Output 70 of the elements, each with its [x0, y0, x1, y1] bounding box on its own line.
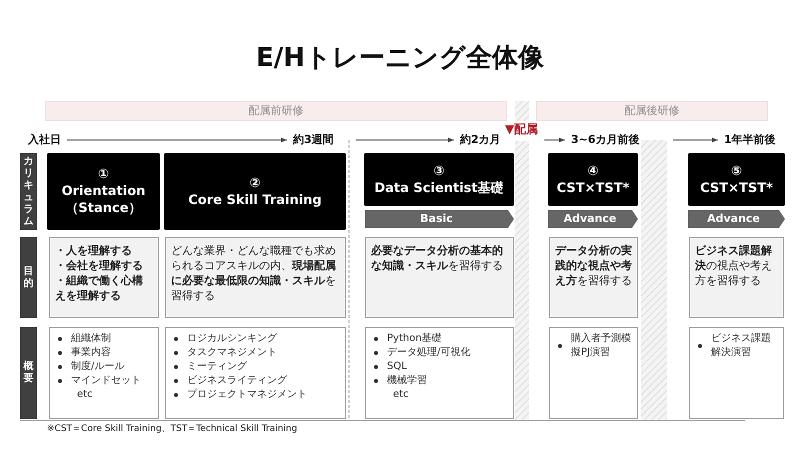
- step-number: ①: [98, 166, 109, 183]
- course-title: Core Skill Training: [188, 192, 322, 208]
- course-card: [164, 153, 346, 230]
- step-number: ④: [587, 162, 598, 180]
- timeline-arrow: [672, 138, 718, 142]
- phase-band: 配属前研修: [45, 101, 507, 121]
- footnote: ※CST＝Core Skill Training、TST＝Technical Skill Training: [47, 423, 298, 435]
- list-item: 組織体制: [71, 332, 111, 346]
- level-tag: Basic: [365, 210, 514, 228]
- purpose-panel: [549, 237, 638, 318]
- list-note: etc: [76, 388, 94, 402]
- level-tag: Advance: [548, 210, 638, 228]
- timeline-arrow: [66, 138, 288, 142]
- step-number: ③: [433, 162, 444, 180]
- course-title: CST×TST*: [700, 180, 773, 196]
- phase-band: 配属後研修: [536, 101, 768, 121]
- marker-label: ▼配属: [505, 121, 538, 137]
- purpose-text: どんな業界・どんな職種でも求められるコアスキルの内、現場配属に必要な最低限の知識・スキルを習得する: [171, 243, 337, 303]
- list-item: データ処理/可視化: [387, 346, 470, 360]
- hatched-bar: [641, 140, 667, 420]
- list-item: マインドセット: [71, 374, 141, 388]
- list-item: ビジネス課題解決演習: [711, 332, 772, 360]
- milestone-label: 約2カ月: [460, 133, 501, 147]
- purpose-text: データ分析の実践的な視点や考え方を習得する: [555, 243, 632, 288]
- list-item: SQL: [387, 360, 407, 374]
- course-card: [47, 153, 160, 230]
- course-card: [364, 153, 514, 206]
- step-number: ②: [249, 174, 260, 192]
- list-item: タスクマネジメント: [187, 346, 277, 360]
- overview-panel: [49, 327, 159, 419]
- purpose-panel: [365, 237, 514, 318]
- milestone-label: 入社日: [28, 133, 61, 147]
- overview-panel: [549, 327, 638, 419]
- course-title: Orientation（Stance）: [60, 183, 146, 217]
- overview-panel: [689, 327, 784, 419]
- list-item: 事業内容: [71, 346, 111, 360]
- milestone-label: 1年半前後: [724, 133, 776, 147]
- list-item: ミーティング: [187, 360, 247, 374]
- list-item: ビジネスライティング: [187, 374, 287, 388]
- row-header: 概要: [20, 327, 37, 419]
- overview-panel: [365, 327, 514, 419]
- list-item: ロジカルシンキング: [187, 332, 277, 346]
- step-number: ⑤: [730, 162, 742, 180]
- list-item: 購入者予測模擬PJ演習: [571, 332, 632, 360]
- list-item: プロジェクトマネジメント: [187, 388, 307, 402]
- list-note: etc: [392, 388, 410, 402]
- purpose-text: ・会社を理解する: [55, 258, 144, 273]
- course-title: CST×TST*: [556, 180, 630, 196]
- purpose-text: ・組織で働く心構えを理解する: [55, 273, 144, 303]
- course-card: [688, 153, 785, 206]
- purpose-text: ビジネス課題解決の視点や考え方を習得する: [695, 243, 773, 288]
- course-title: Data Scientist基礎: [374, 180, 504, 196]
- list-item: 制度/ルール: [71, 360, 124, 374]
- milestone-label: 約3週間: [293, 133, 334, 147]
- purpose-panel: [165, 237, 346, 318]
- overview-panel: [165, 327, 346, 419]
- purpose-panel: [689, 237, 784, 318]
- purpose-text: 必要なデータ分析の基本的な知識・スキルを習得する: [371, 243, 504, 273]
- list-item: 機械学習: [387, 374, 427, 388]
- course-card: [548, 153, 638, 206]
- timeline-arrow: [356, 138, 454, 142]
- row-header: カリキュラム: [20, 153, 37, 230]
- row-header: 目的: [20, 237, 37, 318]
- purpose-text: ・人を理解する: [55, 243, 133, 258]
- list-item: Python基礎: [387, 332, 442, 346]
- level-tag: Advance: [688, 210, 785, 228]
- timeline-arrow: [544, 138, 566, 142]
- purpose-panel: [49, 237, 159, 318]
- milestone-label: 3~6カ月前後: [571, 133, 640, 147]
- title: E/Hトレーニング全体像: [256, 42, 544, 74]
